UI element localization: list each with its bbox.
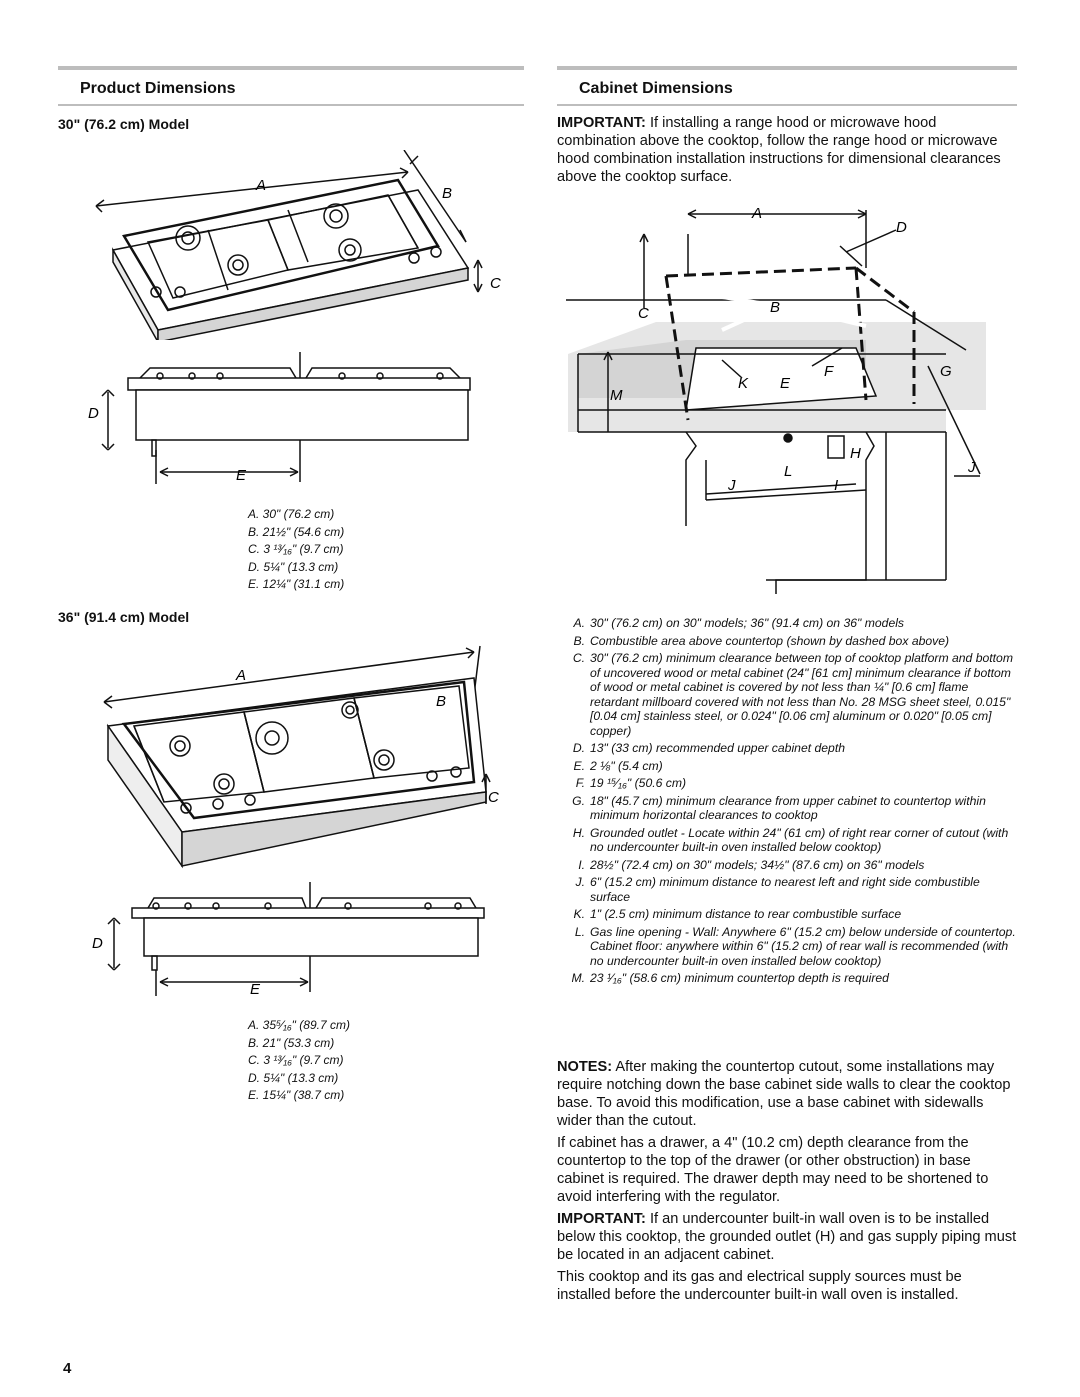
label-k: K — [738, 375, 749, 392]
legend-item: J.6" (15.2 cm) minimum distance to neare… — [575, 875, 980, 904]
label-c: C — [638, 305, 649, 322]
final-paragraph: This cooktop and its gas and electrical … — [557, 1269, 962, 1303]
cabinet-legend: A.30" (76.2 cm) on 30" models; 36" (91.4… — [569, 616, 1019, 989]
model-30-legend: A. 30" (76.2 cm) B. 21½" (54.6 cm) C. 3 … — [248, 506, 344, 594]
label-d: D — [896, 219, 907, 236]
legend-item: B. 21" (53.3 cm) — [248, 1035, 335, 1050]
label-g: G — [940, 363, 952, 380]
legend-item: G.18" (45.7 cm) minimum clearance from u… — [572, 793, 986, 823]
label-e: E — [236, 467, 247, 484]
label-j-left: J — [727, 477, 736, 494]
legend-item: L.Gas line opening - Wall: Anywhere 6" (… — [574, 924, 1016, 968]
label-i: I — [834, 477, 838, 494]
notes-paragraph: NOTES: After making the countertop cutou… — [557, 1058, 1017, 1130]
label-b: B — [436, 693, 446, 710]
legend-item: A. 35⁵⁄₁₆" (89.7 cm) — [248, 1018, 350, 1032]
cooktop-36-top-view: A B C — [103, 645, 499, 869]
legend-item: D. 5¼" (13.3 cm) — [248, 1070, 339, 1085]
cabinet-diagram: A B C D E F G H I J J K L M — [566, 205, 986, 594]
label-b: B — [442, 185, 452, 202]
product-dimensions-section: Product Dimensions — [58, 66, 524, 106]
legend-item: K.1" (2.5 cm) minimum distance to rear c… — [573, 907, 902, 921]
page-number: 4 — [63, 1360, 72, 1377]
model-36-title: 36" (91.4 cm) Model — [58, 609, 190, 625]
legend-item: A. 30" (76.2 cm) — [248, 507, 335, 521]
notes-text: After making the countertop cutout, some… — [557, 1059, 1011, 1129]
product-dimensions-title: Product Dimensions — [80, 80, 236, 97]
label-l: L — [784, 463, 792, 480]
section-top-rule — [557, 66, 1017, 70]
legend-item: E.2 ⅛" (5.4 cm) — [573, 758, 663, 773]
cooktop-36-side-view: D E — [92, 882, 485, 998]
legend-item: E. 12¼" (31.1 cm) — [248, 577, 345, 592]
label-j-right: J — [967, 459, 976, 476]
label-d: D — [88, 405, 99, 422]
legend-item: F.19 ¹⁵⁄₁₆" (50.6 cm) — [575, 776, 687, 790]
legend-item: C.30" (76.2 cm) minimum clearance betwee… — [572, 651, 1013, 738]
important-oven-paragraph: IMPORTANT: If an undercounter built-in w… — [557, 1210, 1017, 1264]
important-text: If installing a range hood or microwave … — [557, 115, 1001, 185]
legend-item: B.Combustible area above countertop (sho… — [573, 633, 950, 648]
drawer-paragraph: If cabinet has a drawer, a 4" (10.2 cm) … — [557, 1135, 989, 1205]
cooktop-30-top-view: A B C — [95, 150, 501, 340]
model-30-title: 30" (76.2 cm) Model — [58, 116, 190, 132]
legend-item: C. 3 ¹³⁄₁₆" (9.7 cm) — [248, 542, 344, 557]
label-b: B — [770, 299, 780, 316]
section-top-rule — [58, 66, 524, 70]
notes-label: NOTES: — [557, 1059, 613, 1075]
cabinet-dimensions-title: Cabinet Dimensions — [579, 80, 733, 97]
legend-item: E. 15¼" (38.7 cm) — [248, 1088, 345, 1103]
label-h: H — [850, 445, 861, 462]
label-c: C — [490, 275, 501, 292]
label-f: F — [824, 363, 834, 380]
label-e: E — [250, 981, 261, 998]
label-m: M — [610, 387, 623, 404]
cooktop-30-side-view: D E — [88, 352, 471, 484]
legend-item: D. 5¼" (13.3 cm) — [248, 559, 339, 574]
label-c: C — [488, 789, 499, 806]
legend-item: B. 21½" (54.6 cm) — [248, 524, 345, 539]
label-e: E — [780, 375, 791, 392]
legend-item: M.23 ¹⁄₁₆" (58.6 cm) minimum countertop … — [571, 971, 889, 985]
label-a: A — [751, 205, 762, 222]
legend-item: I.28½" (72.4 cm) on 30" models; 34½" (87… — [578, 857, 925, 872]
legend-item: C. 3 ¹³⁄₁₆" (9.7 cm) — [248, 1053, 344, 1068]
label-a: A — [235, 667, 246, 684]
model-36-legend: A. 35⁵⁄₁₆" (89.7 cm) B. 21" (53.3 cm) C.… — [248, 1017, 350, 1105]
legend-item: A.30" (76.2 cm) on 30" models; 36" (91.4… — [573, 616, 905, 630]
important-label: IMPORTANT: — [557, 115, 646, 131]
cabinet-dimensions-section: Cabinet Dimensions — [557, 66, 1017, 106]
legend-item: H.Grounded outlet - Locate within 24" (6… — [572, 825, 1009, 855]
important-text: If an undercounter built-in wall oven is… — [557, 1211, 1017, 1263]
label-a: A — [255, 177, 266, 194]
label-d: D — [92, 935, 103, 952]
section-title-rule — [58, 104, 524, 106]
section-title-rule — [557, 104, 1017, 106]
important-label: IMPORTANT: — [557, 1211, 646, 1227]
legend-item: D.13" (33 cm) recommended upper cabinet … — [572, 741, 845, 755]
important-hood-paragraph: IMPORTANT: If installing a range hood or… — [557, 114, 1017, 186]
